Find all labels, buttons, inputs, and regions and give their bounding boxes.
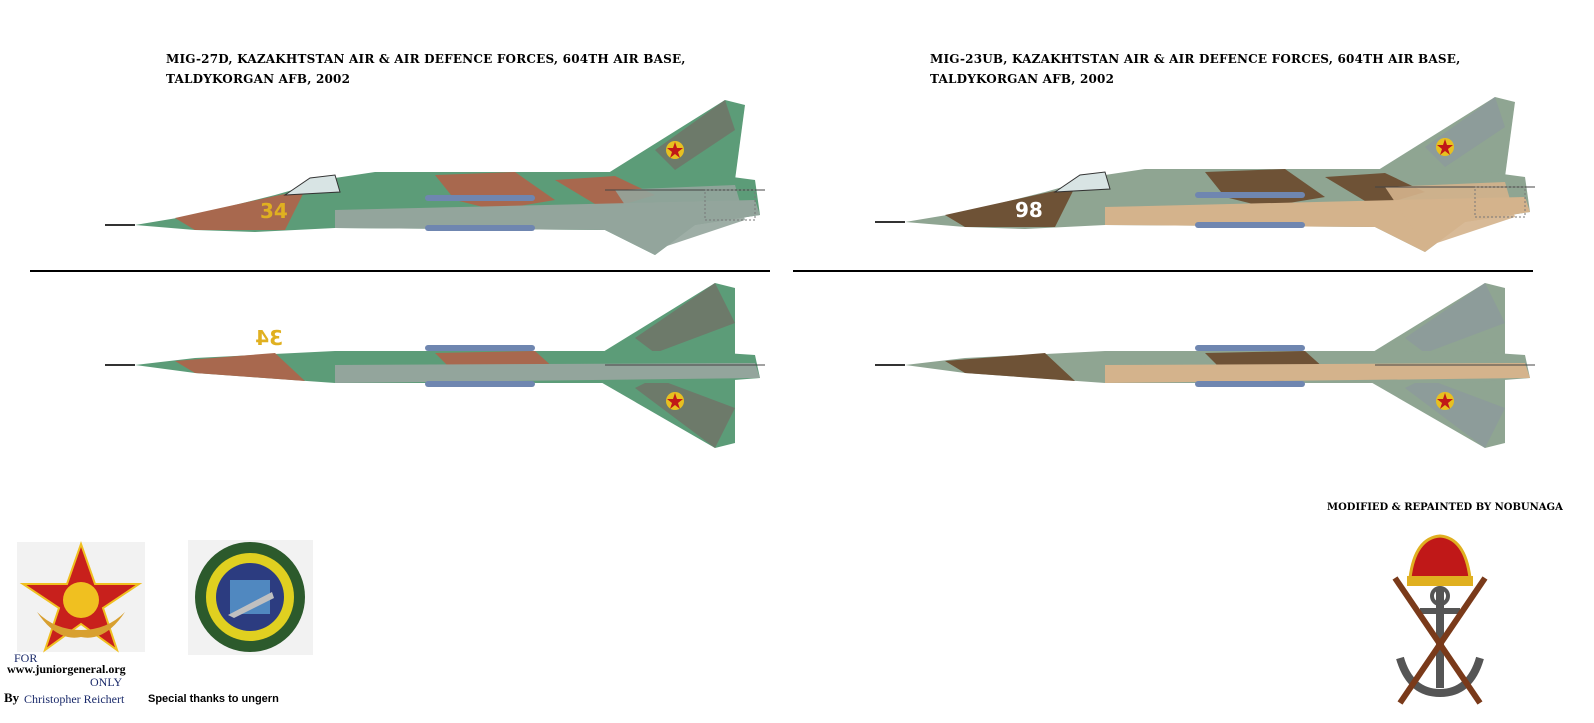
air-force-star-emblem <box>17 540 145 653</box>
thanks-label: Special thanks to ungern <box>148 693 279 705</box>
left-divider <box>30 270 770 272</box>
mig27-top-view: 34 <box>104 282 766 449</box>
for-label: FOR <box>14 651 38 665</box>
right-title-line2: TALDYKORGAN AFB, 2002 <box>930 72 1115 86</box>
air-defence-patch-emblem <box>188 540 313 655</box>
nobunaga-crown-anchor-emblem <box>1392 534 1488 705</box>
left-title-line2: TALDYKORGAN AFB, 2002 <box>166 72 351 86</box>
side-number: 98 <box>1015 198 1043 222</box>
modified-by-credit: MODIFIED & REPAINTED BY NOBUNAGA <box>1327 502 1563 513</box>
mig23ub-top-view: 98 <box>874 282 1536 449</box>
left-title: MIG-27D, KAZAKHTSTAN AIR & AIR DEFENCE F… <box>166 49 686 89</box>
site-label: www.juniorgeneral.org <box>7 662 126 676</box>
side-number-mirrored: 98 <box>1015 326 1043 350</box>
by-label: By <box>4 690 20 705</box>
right-divider <box>793 270 1533 272</box>
right-title: MIG-23UB, KAZAKHTSTAN AIR & AIR DEFENCE … <box>930 49 1461 89</box>
mig27-side-view: 34 <box>104 99 766 256</box>
author-label: Christopher Reichert <box>24 692 125 706</box>
side-number: 34 <box>260 199 288 223</box>
only-label: ONLY <box>90 675 123 689</box>
mig23ub-side-view: 98 <box>874 96 1536 253</box>
side-number-mirrored: 34 <box>255 326 283 350</box>
right-title-line1: MIG-23UB, KAZAKHTSTAN AIR & AIR DEFENCE … <box>930 52 1461 66</box>
left-title-line1: MIG-27D, KAZAKHTSTAN AIR & AIR DEFENCE F… <box>166 52 686 66</box>
